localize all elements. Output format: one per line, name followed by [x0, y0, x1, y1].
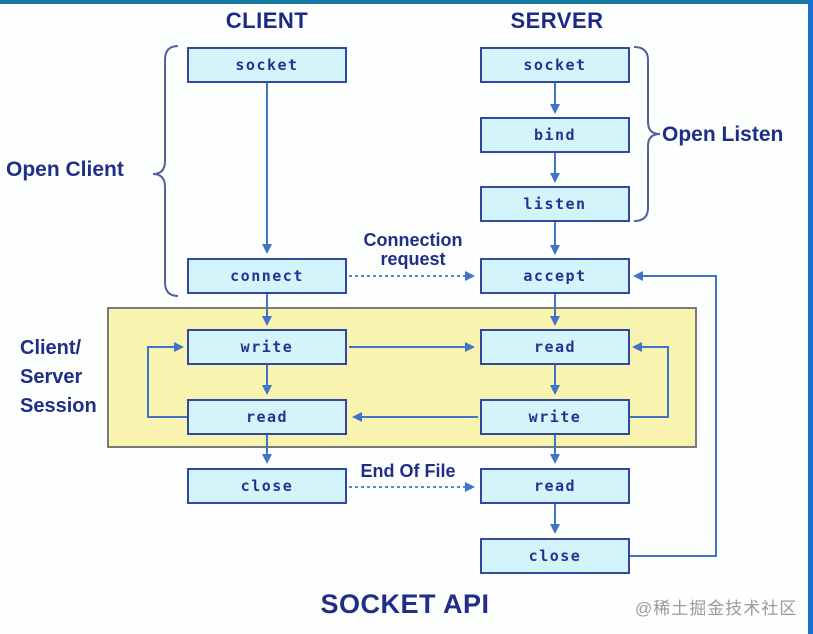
right-edge-strip	[808, 0, 813, 634]
server-bind-box: bind	[480, 117, 630, 153]
server-listen-box: listen	[480, 186, 630, 222]
end-of-file-label: End Of File	[360, 461, 456, 481]
connection-request-line1: Connection	[363, 230, 463, 250]
open-client-label: Open Client	[6, 158, 124, 181]
top-edge-strip	[0, 0, 813, 4]
open-listen-label: Open Listen	[662, 123, 784, 146]
server-read-box: read	[480, 329, 630, 365]
diagram-title: SOCKET API	[320, 589, 490, 619]
client-read-box: read	[187, 399, 347, 435]
session-label-line2: Server	[20, 366, 83, 388]
session-label: Client/ Server Session	[20, 334, 130, 421]
client-close-box: close	[187, 468, 347, 504]
open-client-brace	[152, 45, 179, 297]
server-socket-box: socket	[480, 47, 630, 83]
server-column-header: SERVER	[510, 8, 604, 33]
client-connect-box: connect	[187, 258, 347, 294]
connection-request-label: Connection request	[340, 231, 486, 269]
connection-request-line2: request	[380, 249, 446, 269]
watermark: @稀土掘金技术社区	[635, 599, 798, 618]
flow-arrows	[147, 83, 717, 557]
braces	[152, 45, 661, 297]
server-write-box: write	[480, 399, 630, 435]
client-write-box: write	[187, 329, 347, 365]
server-read2-box: read	[480, 468, 630, 504]
client-socket-box: socket	[187, 47, 347, 83]
session-label-line1: Client/	[20, 337, 82, 359]
server-accept-box: accept	[480, 258, 630, 294]
session-label-line3: Session	[20, 395, 97, 417]
dashed-arrows	[349, 271, 475, 492]
client-column-header: CLIENT	[225, 8, 309, 33]
server-close-box: close	[480, 538, 630, 574]
open-listen-brace	[633, 46, 661, 222]
